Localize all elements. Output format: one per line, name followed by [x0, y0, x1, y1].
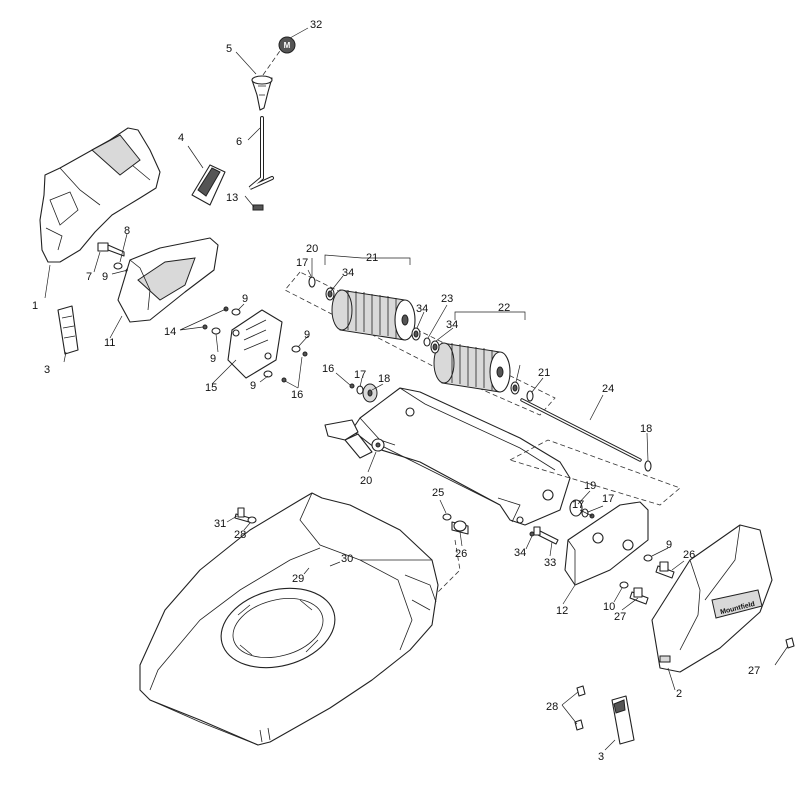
lower-hardware: [442, 513, 559, 545]
callout-7: 7: [86, 271, 92, 283]
callout-9-e: 9: [304, 329, 310, 341]
callout-1: 1: [32, 300, 38, 312]
small-bracket-right: [611, 695, 635, 745]
callout-9-d: 9: [250, 380, 256, 392]
callout-10: 11: [104, 337, 115, 349]
left-guard-panel: [39, 127, 161, 263]
callout-31: 32: [310, 19, 322, 31]
callout-23: 24: [602, 383, 614, 395]
right-side-plate: [564, 501, 649, 586]
callout-18-right: 19: [584, 480, 596, 492]
callout-17-d: 18: [640, 423, 652, 435]
callout-9-b: 9: [242, 293, 248, 305]
callout-21-right: 22: [498, 302, 510, 314]
roller-brush-right: [433, 342, 511, 393]
callout-2: 2: [676, 688, 682, 700]
callout-16-right: 17: [572, 499, 584, 511]
callout-25: 26: [455, 548, 467, 560]
screws-27: [574, 637, 795, 731]
cap-letter: M: [284, 41, 291, 50]
adjuster-knob: M: [251, 36, 296, 111]
callout-32: 33: [544, 557, 556, 569]
callout-17-c: 17: [602, 493, 614, 505]
callout-9-a: 9: [102, 271, 108, 283]
leader-lines: [44, 27, 789, 751]
callout-13: 14: [164, 326, 176, 338]
left-side-cover: [117, 237, 219, 323]
callout-29: 30: [341, 553, 353, 565]
callout-21-left: 21: [366, 252, 378, 264]
cutting-deck: [139, 492, 439, 746]
rear-roller-frame: [324, 387, 571, 526]
callout-26-a: 26: [683, 549, 695, 561]
callout-18-left: 18: [378, 373, 390, 385]
callout-27-bottom: 28: [546, 701, 558, 713]
callout-15: 16: [291, 389, 303, 401]
callout-16-left: 16: [322, 363, 334, 375]
callout-12: 13: [226, 192, 238, 204]
small-bracket-left: [57, 305, 79, 355]
callout-34-c: 34: [446, 319, 458, 331]
callout-17-b: 17: [354, 369, 366, 381]
callout-28-b: 29: [292, 573, 304, 585]
callout-8: 8: [124, 225, 130, 237]
callout-26-b: 27: [614, 611, 626, 623]
bent-rod: [248, 116, 274, 190]
callout-28-a: 28: [234, 529, 246, 541]
callout-9-f: 9: [666, 539, 672, 551]
callout-24: 25: [432, 487, 444, 499]
callout-6: 6: [236, 136, 242, 148]
callout-34-b: 34: [416, 303, 428, 315]
callout-30: 31: [214, 518, 226, 530]
callout-3-right: 3: [598, 751, 604, 763]
callout-11: 12: [556, 605, 568, 617]
callout-17-a: 17: [296, 257, 308, 269]
wheel-hub-right: [569, 499, 595, 519]
callout-20-right: 21: [538, 367, 550, 379]
small-hardware-left: [202, 306, 308, 383]
callout-20-left: 20: [306, 243, 318, 255]
callout-22: 23: [441, 293, 453, 305]
callout-4: 4: [178, 132, 184, 144]
callout-labels: 1 2 3 3 4 5 6 7 8 9 9 9 9 9 9 10 11 12 1…: [32, 19, 760, 763]
small-pin: [252, 204, 264, 211]
right-guard-panel: Mountfield: [651, 524, 773, 673]
mounting-plate: [227, 309, 283, 379]
long-axle-rod: [520, 398, 652, 472]
handle-clip: [191, 164, 226, 206]
roller-brush-left: [331, 289, 416, 341]
callout-5: 5: [226, 43, 232, 55]
wheel-hub-left: [349, 383, 378, 403]
right-side-frame: [508, 439, 681, 506]
callout-3-left: 3: [44, 364, 50, 376]
right-side-hardware: [619, 554, 675, 605]
callout-27-right: 27: [748, 665, 760, 677]
callout-14: 15: [205, 382, 217, 394]
callout-33: 34: [514, 547, 526, 559]
roller-bearings: [308, 276, 534, 402]
callout-9-c: 9: [210, 353, 216, 365]
callout-19: 20: [360, 475, 372, 487]
callout-9-g: 10: [603, 601, 615, 613]
callout-34-a: 34: [342, 267, 354, 279]
